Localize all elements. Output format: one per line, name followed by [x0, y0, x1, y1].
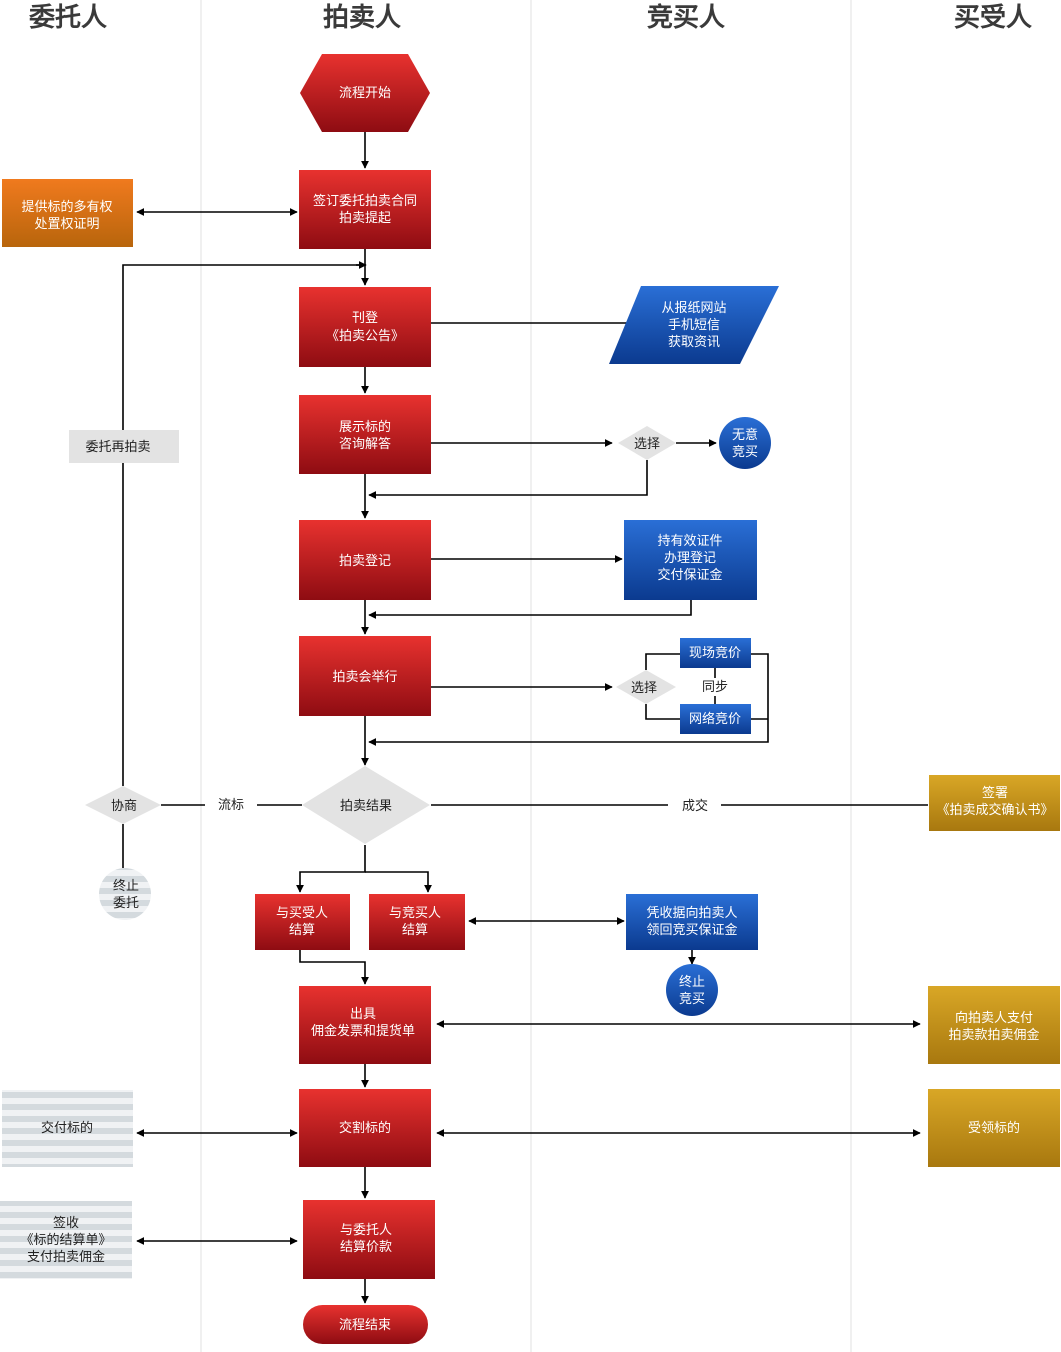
- receive-item-node: 受领标的: [928, 1089, 1060, 1167]
- svg-text:出具佣金发票和提货单: 出具佣金发票和提货单: [311, 1007, 415, 1039]
- svg-text:流程结束: 流程结束: [339, 1318, 391, 1333]
- ownership-proof-node: 提供标的多有权处置权证明: [2, 179, 133, 247]
- connectors: [122, 132, 928, 1304]
- edge-recommission-loop: [122, 264, 365, 786]
- svg-text:与委托人结算价款: 与委托人结算价款: [340, 1223, 392, 1255]
- svg-text:流程开始: 流程开始: [339, 86, 391, 101]
- registration-node: 拍卖登记: [299, 520, 431, 600]
- svg-text:交割标的: 交割标的: [339, 1120, 391, 1136]
- auction-result-decision: 拍卖结果: [302, 766, 430, 844]
- svg-text:协商: 协商: [111, 799, 137, 814]
- edge-choose-return: [368, 460, 648, 499]
- invoice-node: 出具佣金发票和提货单: [299, 986, 431, 1064]
- contract-node: 签订委托拍卖合同拍卖提起: [299, 170, 431, 249]
- svg-text:刊登《拍卖公告》: 刊登《拍卖公告》: [326, 311, 404, 344]
- start-node: 流程开始: [300, 54, 430, 132]
- unsold-label: 流标: [218, 798, 244, 813]
- sign-statement-node: 签收《标的结算单》支付拍卖佣金: [0, 1201, 132, 1279]
- svg-text:提供标的多有权处置权证明: 提供标的多有权处置权证明: [21, 199, 112, 232]
- svg-text:从报纸网站手机短信获取资讯: 从报纸网站手机短信获取资讯: [661, 301, 726, 350]
- svg-text:与竞买人结算: 与竞买人结算: [389, 905, 441, 938]
- svg-text:与买受人结算: 与买受人结算: [276, 906, 328, 938]
- svg-text:向拍卖人支付拍卖款拍卖佣金: 向拍卖人支付拍卖款拍卖佣金: [948, 1010, 1039, 1043]
- svg-text:网络竞价: 网络竞价: [689, 711, 741, 727]
- svg-text:展示标的咨询解答: 展示标的咨询解答: [339, 419, 391, 452]
- lane-title-bidder: 竞买人: [647, 2, 725, 33]
- svg-text:签收《标的结算单》支付拍卖佣金: 签收《标的结算单》支付拍卖佣金: [20, 1215, 111, 1265]
- choose-decision-1: 选择: [618, 426, 676, 460]
- online-bidding-node: 网络竞价: [680, 704, 751, 734]
- settle-consignor-node: 与委托人结算价款: [303, 1200, 435, 1279]
- sign-confirmation-node: 签署《拍卖成交确认书》: [929, 775, 1060, 831]
- svg-text:选择: 选择: [634, 437, 660, 452]
- lane-title-consignor: 委托人: [29, 3, 107, 33]
- svg-text:受领标的: 受领标的: [968, 1120, 1020, 1136]
- svg-text:现场竞价: 现场竞价: [689, 645, 741, 661]
- svg-text:终止竞买: 终止竞买: [679, 974, 705, 1007]
- sync-label: 同步: [702, 680, 728, 695]
- terminate-commission-node: 终止委托: [99, 868, 151, 920]
- bidder-registration-node: 持有效证件办理登记交付保证金: [624, 520, 757, 600]
- svg-text:签署《拍卖成交确认书》: 签署《拍卖成交确认书》: [936, 785, 1053, 818]
- end-node: 流程结束: [303, 1305, 428, 1344]
- lane-title-auctioneer: 拍卖人: [323, 3, 401, 33]
- consultation-node: 展示标的咨询解答: [299, 395, 431, 474]
- edge-holdid-return: [368, 600, 692, 619]
- info-source-node: 从报纸网站手机短信获取资讯: [609, 286, 779, 364]
- svg-text:无意竞买: 无意竞买: [732, 427, 758, 460]
- onsite-bidding-node: 现场竞价: [680, 638, 751, 668]
- svg-text:拍卖结果: 拍卖结果: [340, 799, 392, 814]
- edge-choose-online: [645, 704, 680, 720]
- edge-bidding-return: [368, 653, 769, 746]
- edge-result-settlebuyer: [296, 845, 366, 893]
- announcement-node: 刊登《拍卖公告》: [299, 287, 431, 367]
- svg-text:终止委托: 终止委托: [113, 878, 139, 911]
- lane-title-buyer: 买受人: [954, 2, 1032, 33]
- edge-result-settlebidder: [365, 871, 432, 893]
- negotiate-decision: 协商: [85, 786, 161, 824]
- svg-text:拍卖会举行: 拍卖会举行: [332, 670, 397, 685]
- svg-text:交付标的: 交付标的: [41, 1120, 93, 1136]
- lane-dividers: [200, 0, 852, 1352]
- deal-label: 成交: [682, 798, 708, 814]
- svg-text:签订委托拍卖合同拍卖提起: 签订委托拍卖合同拍卖提起: [313, 193, 417, 226]
- edge-settlebuyer-invoice: [299, 950, 369, 985]
- choose-decision-2: 选择: [616, 670, 676, 704]
- buyer-payment-node: 向拍卖人支付拍卖款拍卖佣金: [928, 986, 1060, 1064]
- settle-bidder-node: 与竞买人结算: [369, 894, 465, 950]
- settle-buyer-node: 与买受人结算: [255, 894, 350, 950]
- handover-node: 交割标的: [299, 1089, 431, 1167]
- auction-held-node: 拍卖会举行: [299, 636, 431, 716]
- svg-text:拍卖登记: 拍卖登记: [339, 554, 391, 569]
- refund-deposit-node: 凭收据向拍卖人领回竞买保证金: [626, 894, 758, 950]
- end-bidding-node: 终止竞买: [666, 964, 718, 1016]
- svg-text:凭收据向拍卖人领回竞买保证金: 凭收据向拍卖人领回竞买保证金: [646, 905, 737, 938]
- svg-text:持有效证件办理登记交付保证金: 持有效证件办理登记交付保证金: [657, 534, 722, 583]
- deliver-item-node: 交付标的: [2, 1090, 133, 1167]
- edge-choose-onsite: [645, 653, 680, 670]
- recommission-label: 委托再拍卖: [69, 430, 179, 463]
- svg-text:选择: 选择: [631, 681, 657, 696]
- no-bid-node: 无意竞买: [719, 417, 771, 469]
- svg-text:委托再拍卖: 委托再拍卖: [85, 440, 150, 455]
